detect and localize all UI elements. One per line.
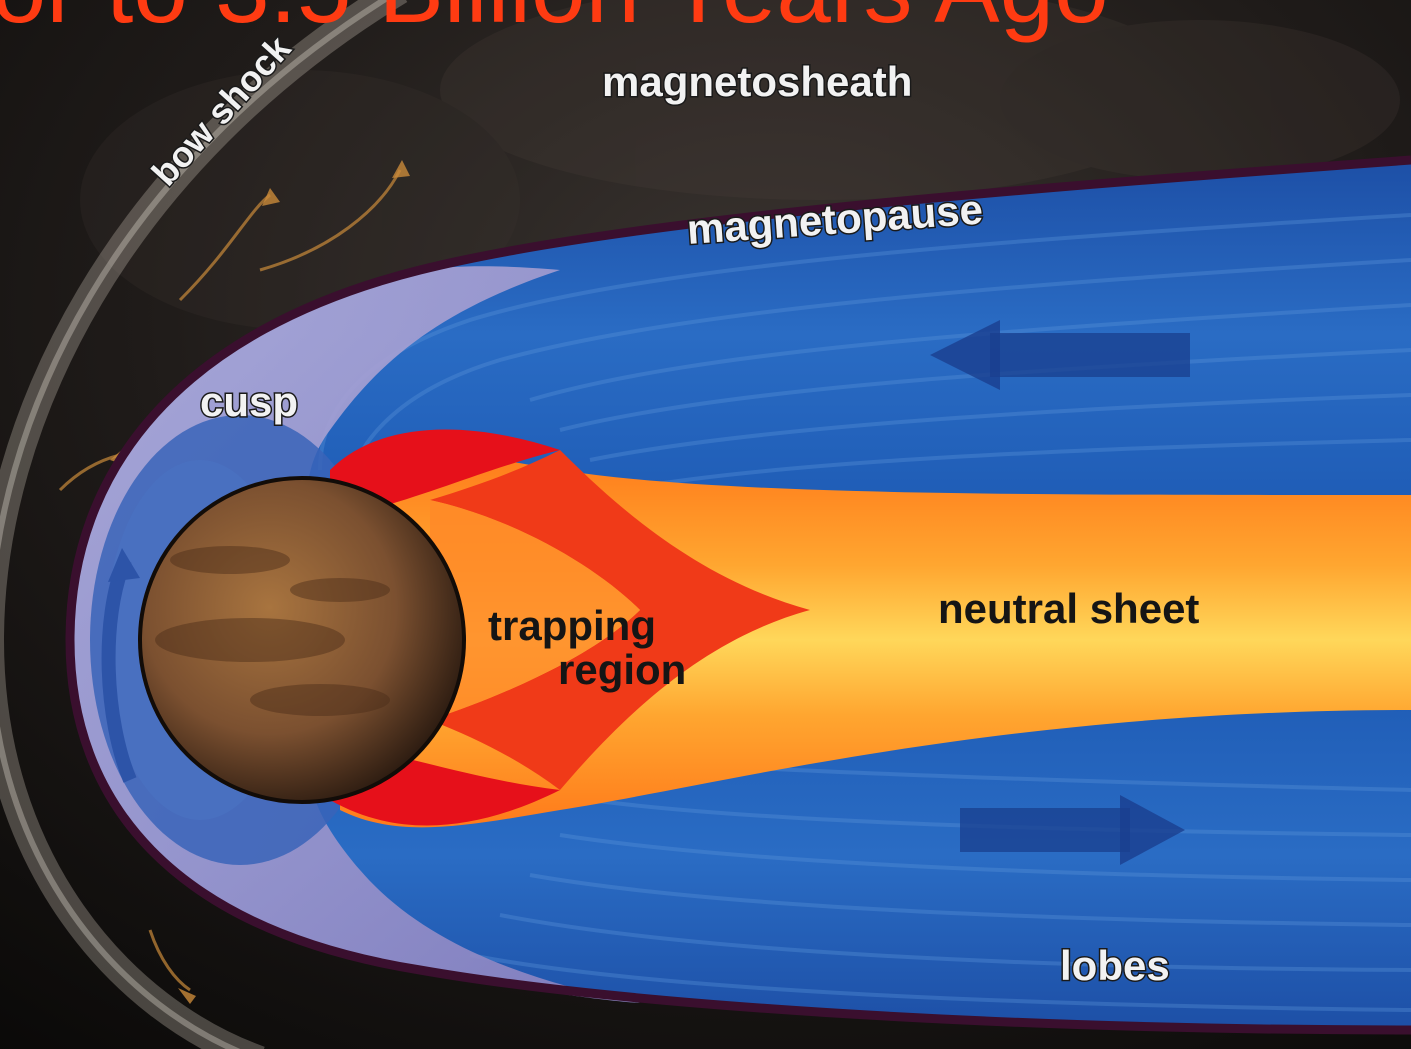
solar-wind-arrows (58, 169, 402, 992)
tail-flow-arrowhead-upper (930, 320, 1000, 390)
magnetopause-boundary (65, 155, 1411, 1035)
trapping-region-core (430, 450, 810, 790)
cusp-label: cusp (200, 378, 298, 425)
dayside-flow-arrowhead (108, 548, 140, 582)
dayside-flow-arrow (101, 557, 137, 783)
planet (138, 476, 466, 804)
neutral-sheet-label: neutral sheet (938, 585, 1199, 632)
trapping-region-label-line2: region (558, 646, 686, 693)
slide-title: ior to 3.5 Billion Years Ago (0, 0, 1109, 43)
lobes-label: lobes (1060, 942, 1170, 989)
magnetosheath-label: magnetosheath (602, 58, 912, 105)
trapping-region-label-line1: trapping (488, 602, 656, 649)
bow-shock-line (0, 0, 390, 1049)
tail-flow-arrowhead-lower (1120, 795, 1185, 865)
bow-shock-arc (0, 0, 408, 1049)
trapping-region-upper (330, 429, 560, 520)
trapping-region-inner (430, 500, 640, 720)
nebula-texture (80, 0, 1400, 330)
